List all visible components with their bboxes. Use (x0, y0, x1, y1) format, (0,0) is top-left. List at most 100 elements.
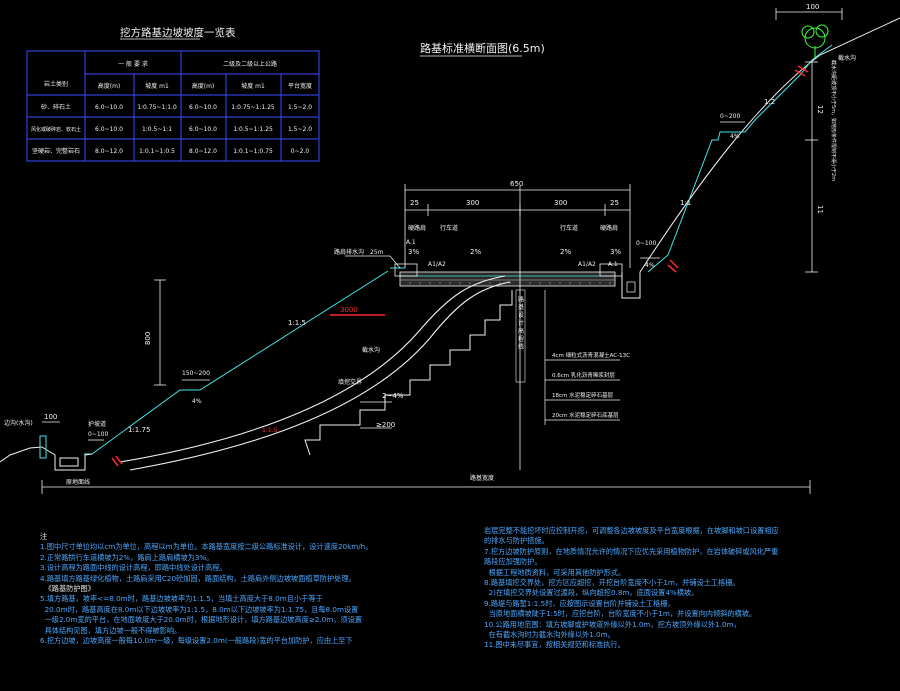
fill-bench-slope: 4% (192, 398, 202, 405)
ditch-a1-left: A.1 (406, 239, 416, 246)
table-cell: 8.0~12.0 (189, 148, 217, 155)
table-cell: 1:0.75~1:1.0 (137, 104, 177, 111)
note-line: 注 (40, 532, 48, 541)
ditch-left-label: A1/A2 (428, 261, 446, 268)
note-line: 4.路基填方路基绿化植物，土路肩采用C20砼加固，路面结构，土路肩外侧边坡坡面植… (40, 573, 356, 583)
table-cell: 6.0~10.0 (189, 104, 217, 111)
table-cell: 1:0.1~1:0.5 (139, 148, 175, 155)
dim-shoulder-left: 25 (410, 199, 419, 207)
step-bench-label-2: 截水沟 (362, 346, 380, 354)
cut-slope-top: 1:2 (764, 98, 775, 106)
side-ditch-slope: 4% (645, 262, 655, 269)
table-cell: 8.0~12.0 (95, 148, 123, 155)
fill-slope-upper: 1:1.5 (288, 319, 306, 327)
table-cell: 1.5~2.0 (288, 126, 312, 133)
original-ground-line (0, 17, 900, 463)
shoulder-left-label: 硬路肩 (408, 224, 426, 232)
shoulder-slope-left: 3% (408, 248, 419, 256)
dim-lane-left: 300 (466, 199, 479, 207)
sub-header-2: 高度(m) (192, 82, 215, 90)
pavement-layer-1: 4cm 细粒式沥青混凝土AC-13C (552, 351, 630, 359)
dim-lane-right: 300 (554, 199, 567, 207)
fill-benches (304, 290, 513, 456)
table-cell: 1.5~2.0 (288, 104, 312, 111)
sub-header-4: 平台宽度 (288, 82, 312, 90)
note-line: 20.0m时，路基高度在8.0m以下边坡坡率为1:1.5，8.0m以下边坡坡率为… (40, 604, 359, 614)
shoulder-slope-right: 3% (610, 248, 621, 256)
note-line: 根据工程地质资料，可采用其他防护形式。 (484, 567, 626, 577)
ditch-a1-right: A.1 (608, 261, 618, 268)
cut-slope-mid: 1:1 (680, 199, 691, 207)
table-cell: 坚硬岩、完整岩石 (32, 147, 80, 155)
note-line: 1.图中尺寸单位均以cm为单位，高程以m为单位。本路基宽度按二级公路标准设计，设… (40, 542, 373, 552)
note-line: 8.路基填挖交界处，挖方区应超挖，开挖台阶宽度不小于1m，并铺设土工格栅。 (484, 578, 740, 588)
table-title: 挖方路基边坡坡度一览表 (120, 26, 236, 39)
edge-drain-label: 路肩排水沟 (334, 248, 364, 256)
dim-total-width: 650 (510, 180, 523, 188)
table-cell: 砂、碎石土 (41, 103, 71, 111)
pavement-layer-3: 18cm 水泥稳定碎石基层 (552, 391, 614, 399)
bench-right-slope: 4% (730, 133, 740, 140)
fill-bench: 150~200 (182, 370, 210, 377)
note-line: 11.图中未尽事宜，按相关规范和标准执行。 (484, 640, 625, 650)
shoulder-right-label: 硬路肩 (600, 224, 618, 232)
note-line: 7.挖方边坡防护原则，在地质情况允许的情况下应优先采用植物防护，在岩体破碎或风化… (484, 546, 779, 567)
fill-slope-lower: 1:1.75 (128, 426, 150, 434)
cut-slope (390, 44, 833, 273)
left-ditch-label: 边沟(水沟) (4, 419, 33, 427)
roadbed-width-label: 路基宽度 (470, 474, 494, 482)
table-cell: 风化或破碎岩、软石土 (31, 126, 81, 133)
dim-step-width: ≥200 (376, 421, 395, 429)
note-line: 岩层完整不能挖坏时应控制开挖，可调整各边坡坡度及平台宽度根据，在坡脚和坡口设置相… (484, 526, 779, 546)
table-cell: 1:0.5~1:1.25 (233, 126, 273, 133)
dim-h-right-top: 12 (816, 105, 824, 114)
table-cell: 1:0.75~1:1.25 (231, 104, 275, 111)
original-ground-label: 原地面线 (66, 478, 90, 486)
note-line: 2.正常路拱行车道横坡为2%，路肩上路肩横坡为3%。 (40, 552, 214, 562)
pavement (394, 263, 641, 299)
red-slope-label: 1:1.5 (262, 427, 278, 434)
table-cell: 6.0~10.0 (95, 126, 123, 133)
sub-header-0: 高度(m) (98, 82, 121, 90)
dim-shoulder-right: 25 (610, 199, 619, 207)
table-cell: 6.0~10.0 (95, 104, 123, 111)
pavement-layer-4: 20cm 水泥稳定碎石底基层 (552, 411, 619, 419)
note-line: 9.路堤与路堑1:1.5时，应按图示设置台阶并铺设土工格栅， (484, 598, 675, 608)
dim-h-right-mid: 11 (816, 205, 824, 214)
step-bench-label: 填挖交界 (338, 378, 362, 386)
edge-drain-width: 25m (370, 249, 384, 256)
top-tree-label: 截水沟 (838, 54, 856, 62)
table-cell: 1:0.5~1:1 (142, 126, 172, 133)
note-line: 6.挖方边坡，边坡高度一般每10.0m一级，每级设置2.0m(一般路段)宽的平台… (40, 636, 353, 646)
note-line: 2)在填挖交界处设置过渡段，纵向超挖0.8m，底面设置4%横坡。 (484, 588, 699, 598)
table-cell: 1:0.1~1:0.75 (233, 148, 273, 155)
right-top-note: 截水沟距坡顶不小于5m，如地形条件限制不得小于2m (830, 60, 837, 181)
sub-header-1: 坡度 m1 (145, 82, 169, 90)
toe-wall-label: 护坡道 (88, 420, 106, 428)
note-line: 3.设计高程为路面中线的设计高程，即路中线处设计高程。 (40, 563, 227, 573)
note-line: 10.公路用地范围：填方坡脚或护坡道外缘以外1.0m，挖方坡顶外缘以外1.0m， (484, 619, 741, 629)
toe-ditch-dim: 0~100 (88, 431, 108, 438)
header-rock-type: 岩土类别 (44, 80, 68, 88)
note-line: 在有截水沟时为截水沟外缘以外1.0m。 (484, 630, 615, 640)
note-line: 具体结构见图，填方边坡一般不得被影响。 (40, 625, 182, 635)
sub-header-3: 坡度 m1 (241, 82, 265, 90)
dim-db: 3000 (340, 306, 358, 314)
red-marks (111, 65, 809, 467)
dim-top-right: 100 (806, 3, 819, 11)
ditch-right-label: A1/A2 (578, 261, 596, 268)
crown-left-slope: 2% (470, 248, 481, 256)
notes-right: 岩层完整不能挖坏时应控制开挖，可调整各边坡坡度及平台宽度根据，在坡脚和坡口设置相… (484, 526, 784, 651)
crown-right-slope: 2% (560, 248, 571, 256)
diagram-title: 路基标准横断面图(6.5m) (420, 41, 545, 55)
centerline: 路 基 设 计 高 程 线 (515, 186, 526, 470)
slope-table: 挖方路基边坡坡度一览表 岩土类别 一 般 要 求 二级及二级以上公路 高度(m)… (26, 26, 320, 162)
note-line: 《路基防护图》 (40, 584, 95, 594)
tree-icon (801, 24, 829, 58)
centerline-vertical-label: 路 基 设 计 高 程 线 (517, 295, 524, 349)
bench-right: 0~200 (720, 113, 740, 120)
note-line: 一级2.0m宽的平台，在地面坡度大于20.0m时，根据地形设计，填方路基边坡高度… (40, 615, 363, 625)
dim-height-left: 800 (144, 332, 152, 345)
